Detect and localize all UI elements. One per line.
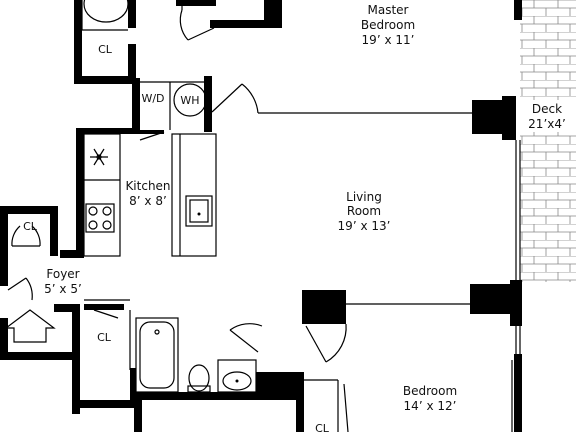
room-labels: Master Bedroom 19’ x 11’ Deck 21’x4’ Liv… xyxy=(23,3,566,432)
kitchen-name: Kitchen xyxy=(125,179,170,193)
master-bedroom-size: 19’ x 11’ xyxy=(362,33,415,47)
bath-sink-icon xyxy=(222,371,252,391)
fixtures xyxy=(4,0,252,393)
bedroom-size: 14’ x 12’ xyxy=(404,399,457,413)
deck-area xyxy=(520,0,576,282)
sink-icon xyxy=(185,195,213,227)
closet-label-master-bath: CL xyxy=(98,43,113,56)
toilet-icon xyxy=(187,364,211,393)
foyer-size: 5’ x 5’ xyxy=(44,282,82,296)
water-heater-icon xyxy=(173,83,207,117)
entry-arrow-icon xyxy=(4,309,56,343)
master-bedroom-name-2: Bedroom xyxy=(361,18,415,32)
bathtub-icon xyxy=(139,321,175,389)
doors xyxy=(7,9,513,432)
living-room-name-2: Room xyxy=(347,204,381,218)
foyer-name: Foyer xyxy=(46,267,79,281)
deck-name: Deck xyxy=(532,102,562,116)
living-room-size: 19’ x 13’ xyxy=(338,219,391,233)
water-heater-label: WH xyxy=(180,94,199,107)
living-room-name: Living xyxy=(346,190,382,204)
master-bedroom-name: Master xyxy=(368,3,409,17)
walls xyxy=(0,0,522,432)
deck-size: 21’x4’ xyxy=(528,117,566,131)
snowflake-icon xyxy=(90,148,108,166)
washer-dryer-label: W/D xyxy=(141,92,164,105)
stove-icon xyxy=(85,203,115,233)
closet-label-bedroom: CL xyxy=(315,422,330,432)
interior-lines xyxy=(81,0,521,432)
closet-label-bath: CL xyxy=(97,331,112,344)
kitchen-size: 8’ x 8’ xyxy=(129,194,167,208)
closet-label-foyer: CL xyxy=(23,220,38,233)
bedroom-name: Bedroom xyxy=(403,384,457,398)
